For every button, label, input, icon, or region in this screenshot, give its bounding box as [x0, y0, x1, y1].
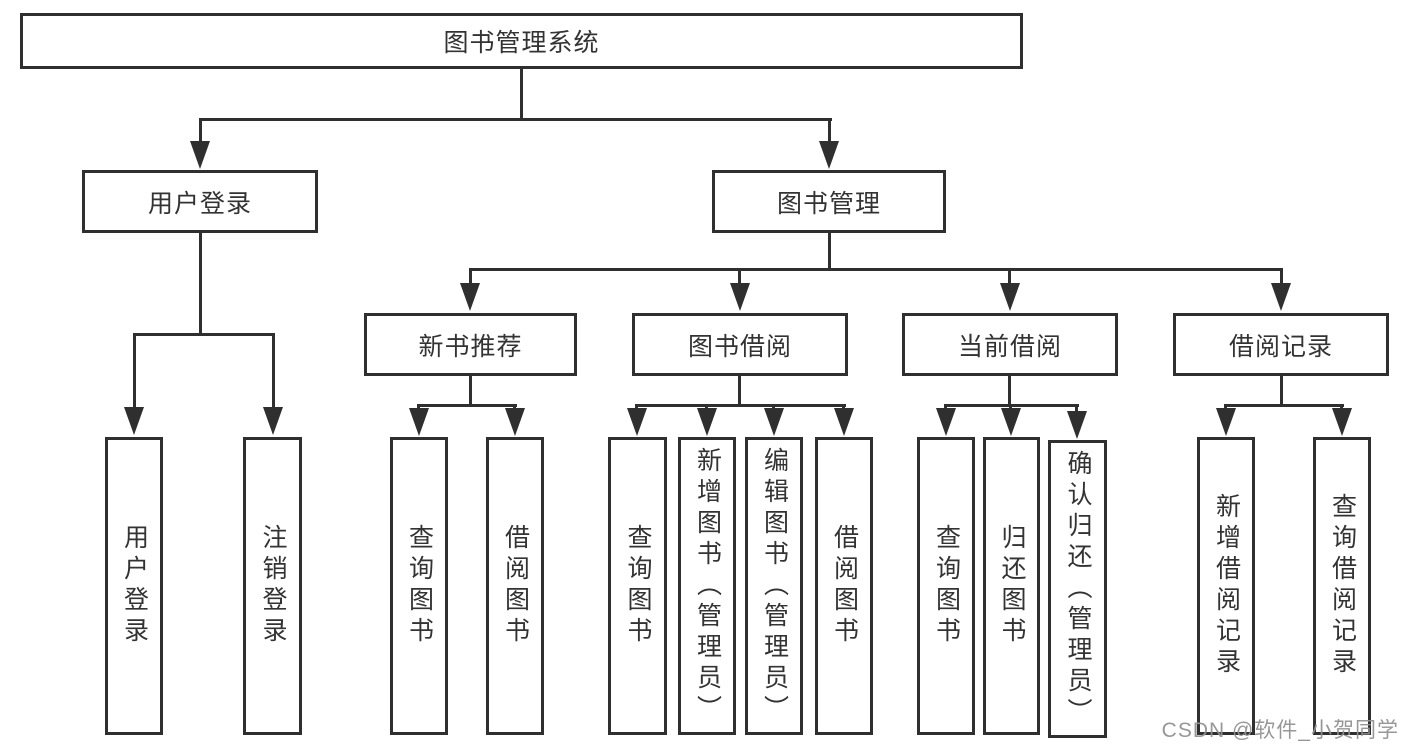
arrow-down-icon	[409, 408, 429, 436]
connector-line	[1225, 404, 1344, 407]
node-label: 归还图书	[998, 524, 1026, 648]
node-add-book-admin: 新增图书（管理员）	[678, 437, 736, 735]
connector-line	[738, 376, 741, 407]
connector-line	[469, 376, 472, 407]
node-query-books-current: 查询图书	[917, 437, 975, 735]
connector-line	[133, 333, 136, 409]
node-book-management: 图书管理	[712, 170, 946, 233]
connector-line	[418, 404, 517, 407]
node-add-borrow-record: 新增借阅记录	[1197, 437, 1255, 735]
arrow-down-icon	[1216, 408, 1236, 436]
node-label: 借阅图书	[501, 524, 530, 648]
node-user-login: 用户登录	[82, 170, 318, 233]
connector-line	[1008, 376, 1011, 407]
node-confirm-return-admin: 确认归还（管理员）	[1048, 440, 1107, 738]
arrow-down-icon	[460, 283, 480, 311]
arrow-down-icon	[697, 408, 717, 436]
node-query-books-recommend: 查询图书	[390, 437, 448, 735]
connector-line	[133, 333, 275, 336]
arrow-down-icon	[627, 408, 647, 436]
arrow-down-icon	[834, 408, 854, 436]
node-query-books-borrowing: 查询图书	[608, 437, 667, 735]
arrow-down-icon	[936, 408, 956, 436]
csdn-watermark: CSDN @软件_小贺同学	[1161, 719, 1399, 742]
node-label: 编辑图书（管理员）	[760, 446, 789, 726]
arrow-down-icon	[1067, 411, 1087, 439]
arrow-down-icon	[124, 407, 144, 435]
arrow-down-icon	[1271, 283, 1291, 311]
arrow-down-icon	[1332, 408, 1352, 436]
node-current-borrowing: 当前借阅	[902, 313, 1118, 376]
connector-line	[636, 404, 846, 407]
arrow-down-icon	[764, 408, 784, 436]
connector-line	[1280, 376, 1283, 407]
arrow-down-icon	[190, 141, 210, 169]
arrow-down-icon	[1000, 283, 1020, 311]
arrow-down-icon	[1001, 408, 1021, 436]
node-edit-book-admin: 编辑图书（管理员）	[745, 437, 803, 735]
node-label: 确认归还（管理员）	[1064, 449, 1092, 729]
arrow-down-icon	[730, 283, 750, 311]
node-borrow-books-borrowing: 借阅图书	[815, 437, 873, 735]
node-label: 查询图书	[405, 524, 434, 648]
node-label: 查询图书	[932, 524, 961, 648]
node-book-borrowing: 图书借阅	[632, 313, 848, 376]
node-label: 借阅图书	[830, 524, 859, 648]
node-logout-leaf: 注销登录	[243, 437, 302, 735]
arrow-down-icon	[819, 141, 839, 169]
connector-line	[1075, 404, 1078, 416]
node-borrowing-records: 借阅记录	[1173, 313, 1389, 376]
connector-line	[1280, 268, 1283, 285]
node-login-leaf: 用户登录	[105, 437, 163, 735]
arrow-down-icon	[263, 407, 283, 435]
node-label: 查询借阅记录	[1328, 493, 1357, 679]
arrow-down-icon	[505, 408, 525, 436]
node-query-borrow-record: 查询借阅记录	[1313, 437, 1371, 735]
node-new-book-recommendation: 新书推荐	[364, 313, 577, 376]
connector-line	[828, 233, 831, 271]
connector-line	[520, 66, 523, 121]
connector-line	[738, 268, 741, 285]
node-label: 查询图书	[624, 524, 652, 648]
connector-line	[199, 118, 832, 121]
connector-line	[469, 268, 1283, 271]
node-label: 用户登录	[120, 524, 149, 648]
node-label: 新增图书（管理员）	[693, 446, 722, 726]
node-label: 注销登录	[259, 524, 287, 648]
node-root-library-system: 图书管理系统	[20, 13, 1023, 69]
connector-line	[469, 268, 472, 285]
node-borrow-books-recommend: 借阅图书	[486, 437, 544, 735]
connector-line	[945, 404, 1079, 407]
connector-line	[199, 118, 202, 144]
connector-line	[272, 333, 275, 409]
connector-line	[1008, 268, 1011, 285]
connector-line	[199, 233, 202, 336]
node-return-books: 归还图书	[983, 437, 1040, 735]
connector-line	[828, 118, 831, 144]
node-label: 新增借阅记录	[1212, 493, 1241, 679]
